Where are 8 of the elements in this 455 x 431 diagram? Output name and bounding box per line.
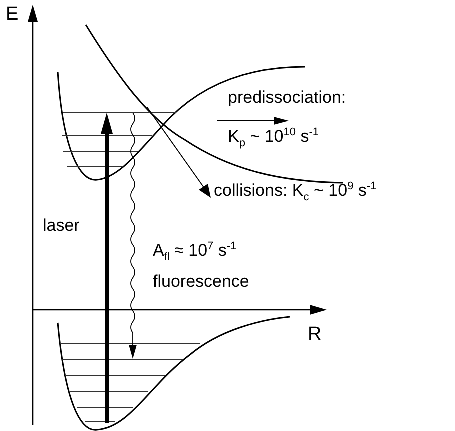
axis-label: R — [308, 325, 322, 345]
rate-label: K$_{p}$ ~ 10$^{10}$ s$^{-1}$ — [228, 127, 320, 147]
process-label: predissociation: — [228, 88, 346, 108]
process-label: fluorescence — [153, 272, 250, 292]
process-label: laser — [43, 216, 80, 236]
process-label: collisions: K$_{c}$ ~ 10$^{9}$ s$^{-1}$ — [214, 181, 377, 201]
axis-label: E — [6, 5, 19, 25]
rate-label: A$_{fl}$ ≈ 10$^{7}$ s$^{-1}$ — [153, 241, 237, 261]
